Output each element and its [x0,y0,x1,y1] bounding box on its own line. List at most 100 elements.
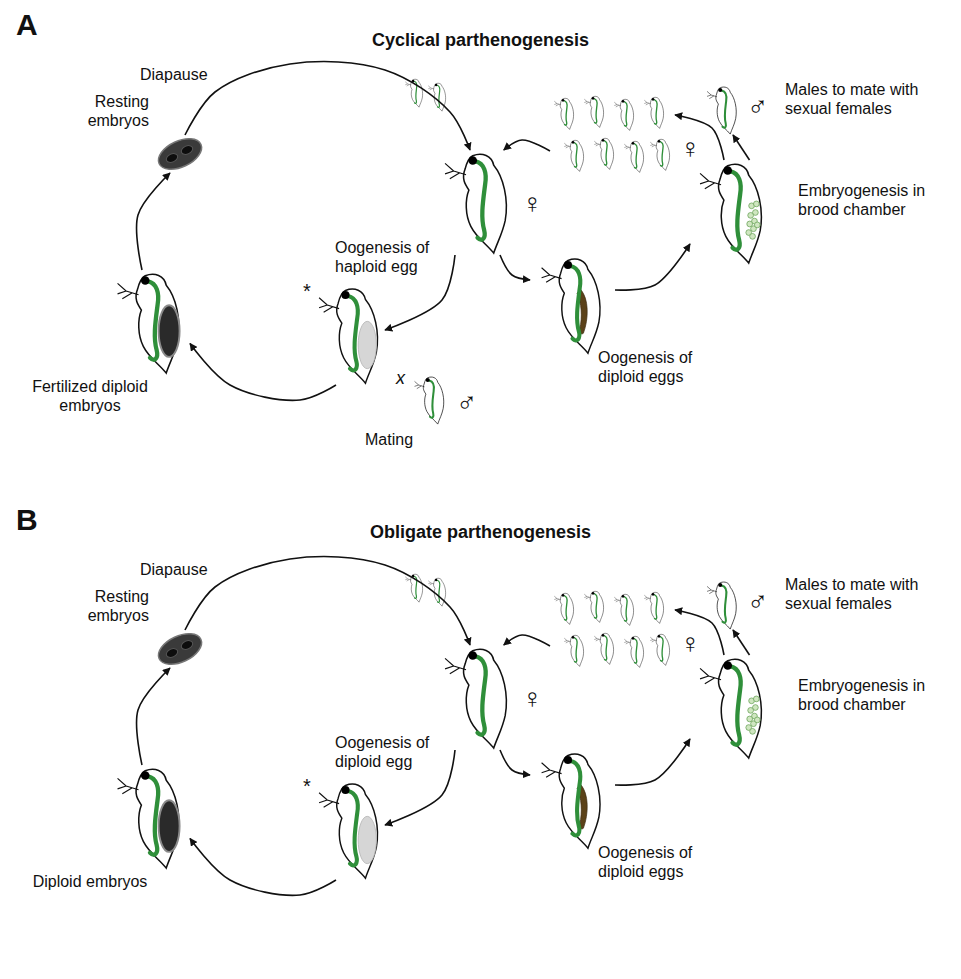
cycle-arrow [137,173,170,270]
daphnia-figure [707,87,736,134]
cycle-arrow [185,557,470,645]
life-stage: Oogenesis of diploid eggs [530,750,615,850]
stage-figure [530,750,615,850]
daphnia-figure [428,83,445,111]
life-stage: Diploid embryos [110,765,190,870]
sex-symbol: ♀ [680,630,701,658]
cycle-arrow [190,344,336,401]
panel-title: Obligate parthenogenesis [0,522,961,543]
daphnia-figure [554,593,573,624]
daphnia-figure [594,633,613,664]
cycle-arrow [185,62,470,150]
daphnia-figure [118,769,180,868]
stage-label: Mating [365,431,435,450]
sex-symbol: ♂ [456,389,477,417]
daphnia-figure [564,140,583,171]
sex-symbol: ♀ [680,135,701,163]
stage-figure [315,285,385,385]
daphnia-figure [644,592,663,623]
stage-label: Resting embryos [65,588,149,626]
stage-figure [440,150,515,255]
cycle-arrow [733,630,750,655]
stage-figure [690,655,775,760]
life-stage: ♀ [550,95,675,175]
daphnia-figure [624,141,643,172]
daphnia-figure [564,635,583,666]
daphnia-figure [644,97,663,128]
life-stage: ♂Males to mate with sexual females [705,580,740,630]
stage-label: Males to mate with sexual females [785,81,933,119]
daphnia-figure [614,594,633,625]
stage-figure [705,85,740,135]
stage-figure [410,375,450,425]
cycle-arrow [504,140,550,151]
life-stage: Fertilized diploid embryos [110,270,190,375]
life-stage: Embryogenesis in brood chamber [690,160,775,265]
cycle-arrow [504,635,550,646]
cycle-arrow [733,135,750,160]
stage-label: Oogenesis of diploid egg [335,734,435,772]
daphnia-figure [594,138,613,169]
daphnia-figure [319,784,377,878]
daphnia-figure [554,98,573,129]
stage-figure [705,580,740,630]
stage-figure [110,270,190,375]
resting-egg-figure [154,627,207,670]
cycle-arrow [500,750,530,775]
panel-title: Cyclical parthenogenesis [0,30,961,51]
cycle-arrow [190,839,336,896]
life-stage: Oogenesis of haploid egg [315,285,385,385]
daphnia-figure [650,634,669,665]
stage-figure [530,255,615,355]
cycle-arrow [137,668,170,765]
life-stage: Embryogenesis in brood chamber [690,655,775,760]
daphnia-figure [584,591,603,622]
sex-symbol: ♂ [747,588,768,616]
daphnia-figure [542,754,600,848]
annotation-mark: * [303,775,311,798]
daphnia-figure [700,164,761,263]
stage-label: Oogenesis of haploid egg [335,239,435,277]
stage-label: Resting embryos [65,93,149,131]
annotation-mark: x [396,368,405,389]
daphnia-figure [700,659,761,758]
daphnia-figure [707,582,736,629]
stage-label: Embryogenesis in brood chamber [798,182,928,220]
life-stage: Oogenesis of diploid egg [315,780,385,880]
daphnia-figure [614,99,633,130]
stage-figure [550,590,675,670]
stage-label: Embryogenesis in brood chamber [798,677,928,715]
sex-symbol: ♀ [522,685,543,713]
stage-figure [550,95,675,175]
life-stage: ♀ [440,150,515,255]
stage-label: Males to mate with sexual females [785,576,933,614]
life-stage: ♂Mating [410,375,450,425]
sex-symbol: ♂ [747,93,768,121]
life-stage: Oogenesis of diploid eggs [530,255,615,355]
daphnia-figure [319,289,377,383]
daphnia-figure [650,139,669,170]
stage-label: Oogenesis of diploid eggs [598,844,723,882]
daphnia-figure [118,274,180,373]
life-stage: Resting embryos [155,630,205,668]
life-stage: ♀ [440,645,515,750]
edge-label: Diapause [140,66,208,84]
annotation-mark: * [303,280,311,303]
cycle-arrow [615,739,690,785]
daphnia-figure [624,636,643,667]
life-stage: ♀ [550,590,675,670]
edge-label: Diapause [140,561,208,579]
stage-label: Oogenesis of diploid eggs [598,349,723,387]
panel-letter: A [16,8,38,43]
cycle-arrow [615,244,690,290]
stage-figure [690,160,775,265]
sex-symbol: ♀ [522,190,543,218]
resting-egg-figure [154,132,207,175]
daphnia-figure [445,649,506,748]
life-stage: Resting embryos [155,135,205,173]
cycle-arrow [500,255,530,280]
stage-figure [110,765,190,870]
stage-figure [440,645,515,750]
daphnia-figure [415,377,444,424]
